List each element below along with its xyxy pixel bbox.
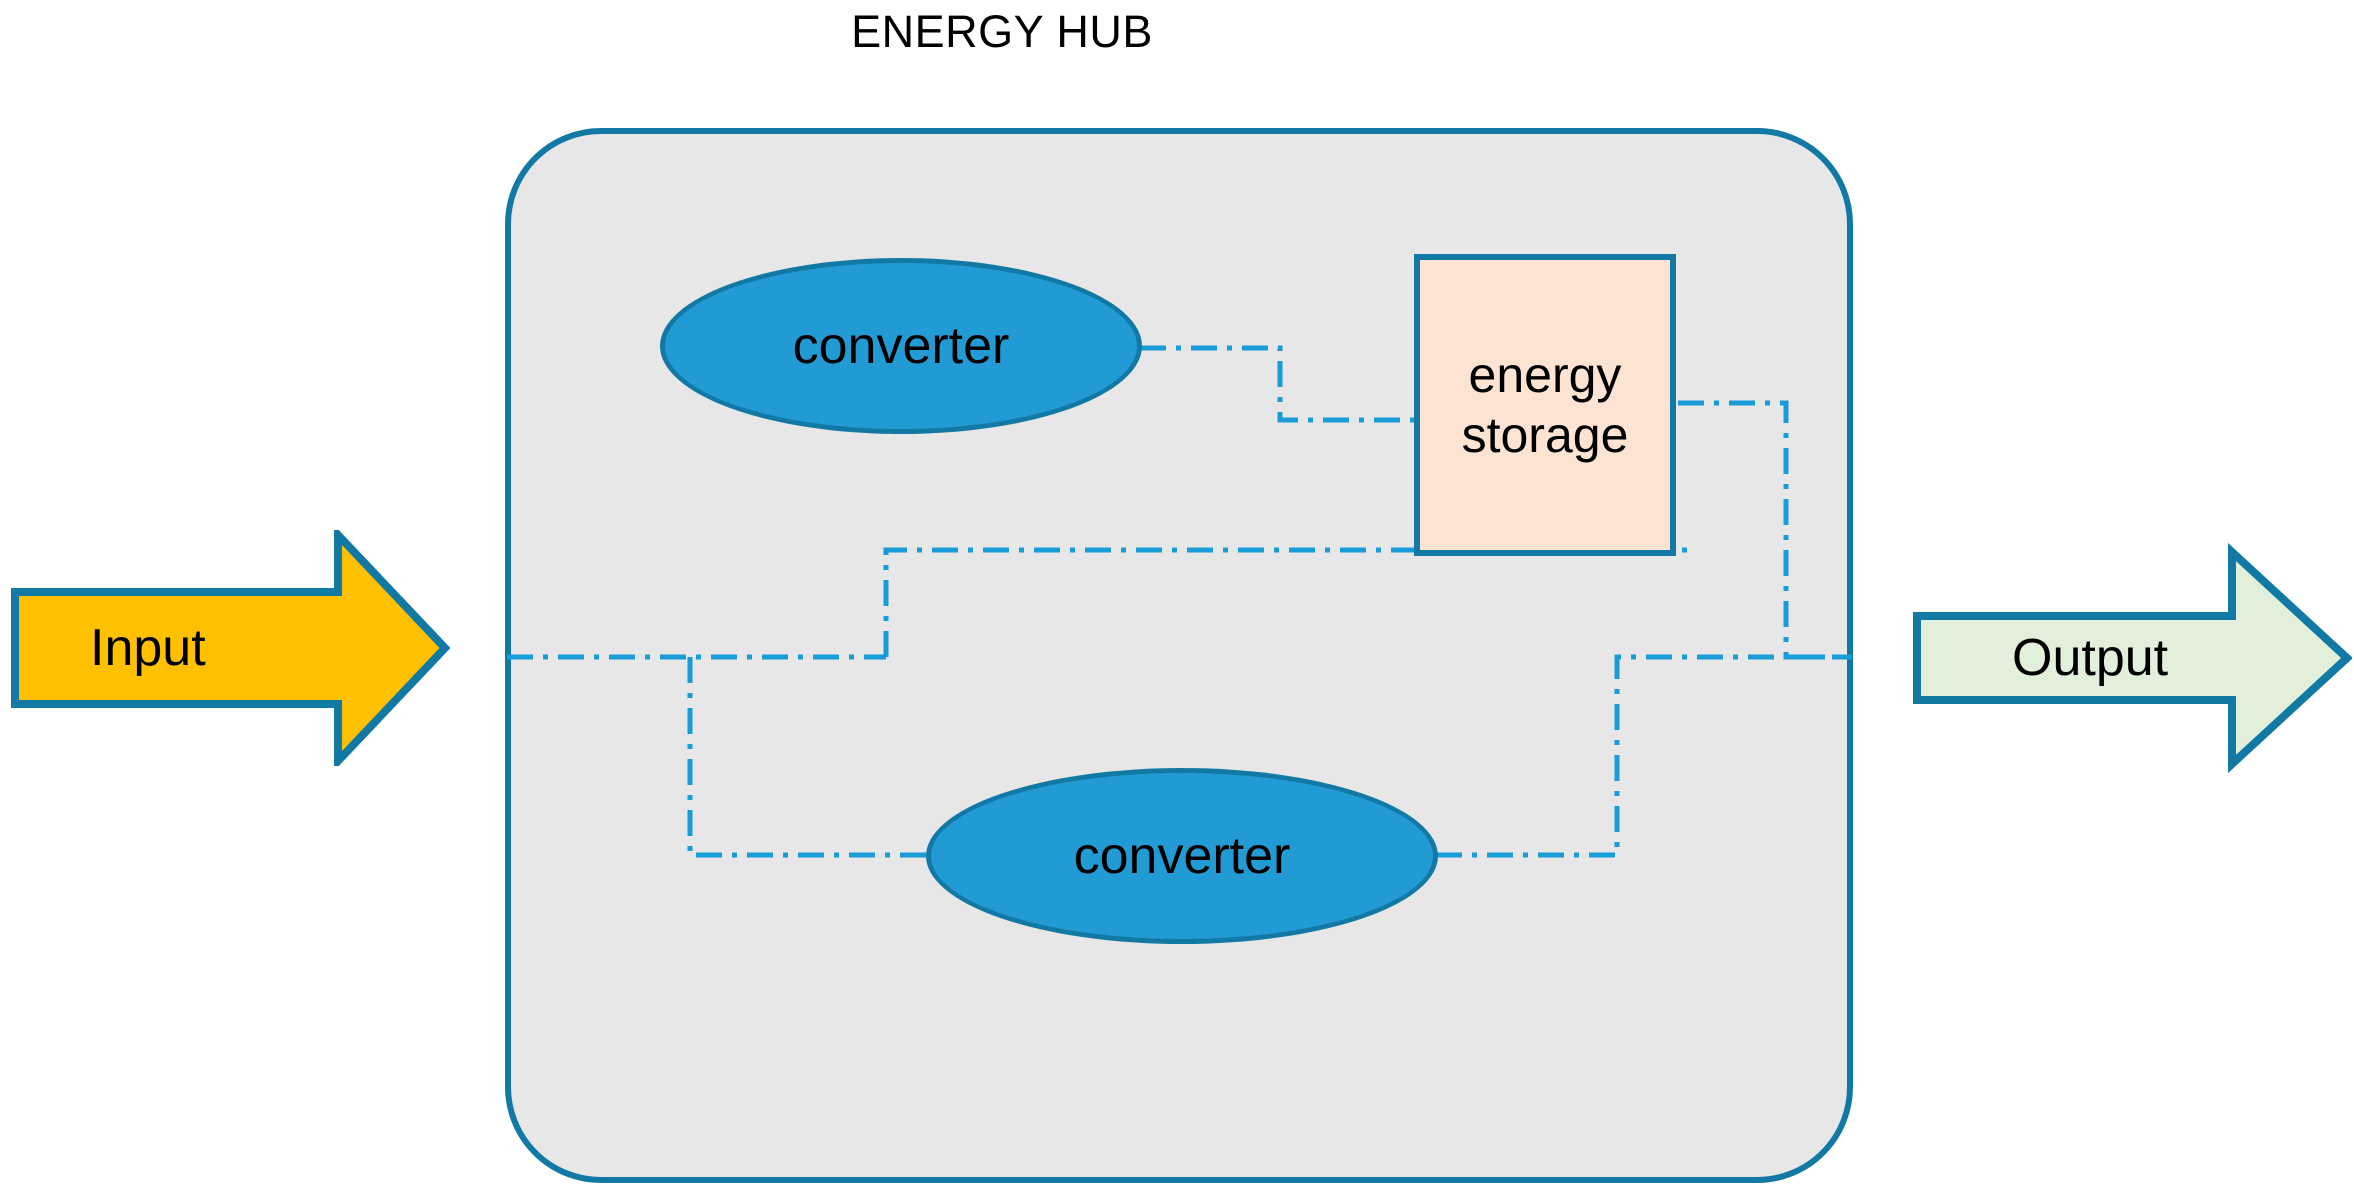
output-arrow[interactable]: Output <box>1912 540 2353 776</box>
converter-bottom-node[interactable]: converter <box>926 768 1438 944</box>
converter-bottom-label: converter <box>1073 827 1291 885</box>
energy-storage-label-line2: storage <box>1461 407 1629 463</box>
output-arrow-shape <box>1913 542 2353 774</box>
input-arrow-shape <box>11 524 451 772</box>
converter-top-node[interactable]: converter <box>660 258 1142 434</box>
page-title: ENERGY HUB <box>0 6 2354 58</box>
energy-storage-label-line1: energy <box>1468 347 1622 403</box>
input-arrow[interactable]: Input <box>10 524 451 772</box>
hub-title-text: ENERGY HUB <box>851 6 1153 57</box>
converter-top-label: converter <box>792 317 1010 375</box>
